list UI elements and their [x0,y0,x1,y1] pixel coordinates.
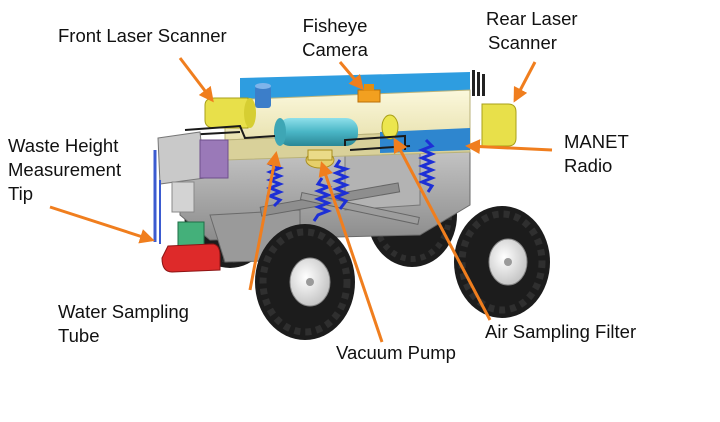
arrow-fisheye-camera [338,61,364,91]
arrow-waste-height-tip [49,205,155,244]
callout-arrows [49,57,553,343]
cylinder-tank [274,118,358,146]
arrow-air-sampling-filter [393,137,492,321]
arrow-vacuum-pump [318,161,384,343]
waste-height-unit [153,131,229,244]
rear-laser-scanner [481,103,517,147]
front-right-wheel [454,206,550,318]
water-sampling-unit [161,221,221,273]
label-rear-laser-scanner: Rear Laser Scanner [486,8,578,53]
vacuum-pump [305,149,335,169]
arrow-manet-radio [465,139,553,155]
springs [265,138,437,222]
fisheye-camera [357,84,381,103]
label-front-laser-scanner: Front Laser Scanner [58,25,227,46]
arrow-rear-laser-scanner [513,61,537,103]
label-vacuum-pump: Vacuum Pump [336,342,456,363]
label-air-sampling-filter: Air Sampling Filter [485,321,637,342]
front-left-wheel [255,224,355,340]
air-sampling-filter [381,114,399,140]
arrow-front-laser-scanner [178,57,214,103]
label-fisheye-camera: Fisheye Camera [302,15,368,60]
label-manet-radio: MANET Radio [564,131,629,176]
beacon [255,83,271,108]
arrow-water-sampling-tube [248,151,282,291]
label-water-sampling-tube: Water Sampling Tube [58,301,189,346]
front-laser-scanner [204,97,256,129]
label-waste-height-measurement-tip: Waste Height Measurement Tip [8,135,122,204]
